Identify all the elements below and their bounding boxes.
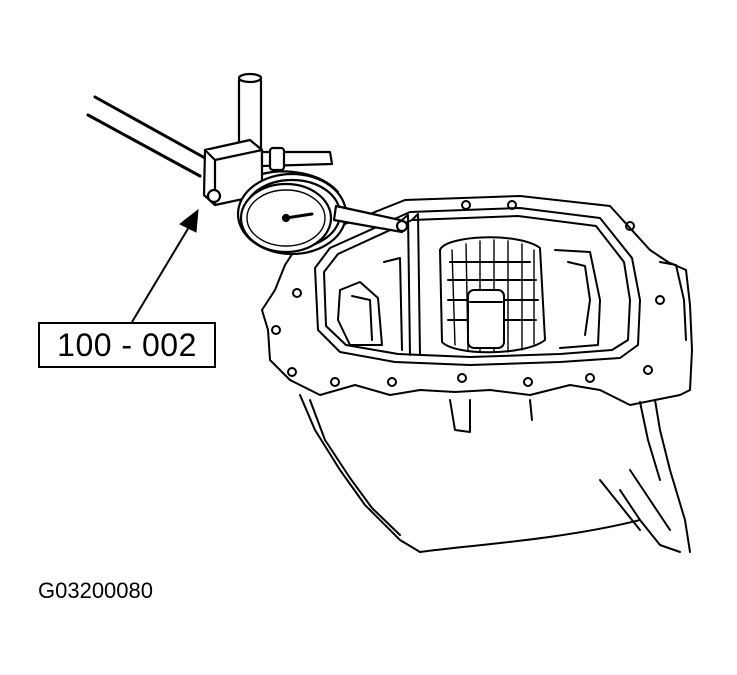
figure-id: G03200080 <box>38 578 153 603</box>
dial-indicator-icon <box>86 72 409 256</box>
tool-number-callout: 100 - 002 <box>38 322 216 368</box>
tool-number-label: 100 - 002 <box>57 326 197 363</box>
arrow-icon <box>131 208 199 323</box>
differential-housing-icon <box>261 195 693 553</box>
